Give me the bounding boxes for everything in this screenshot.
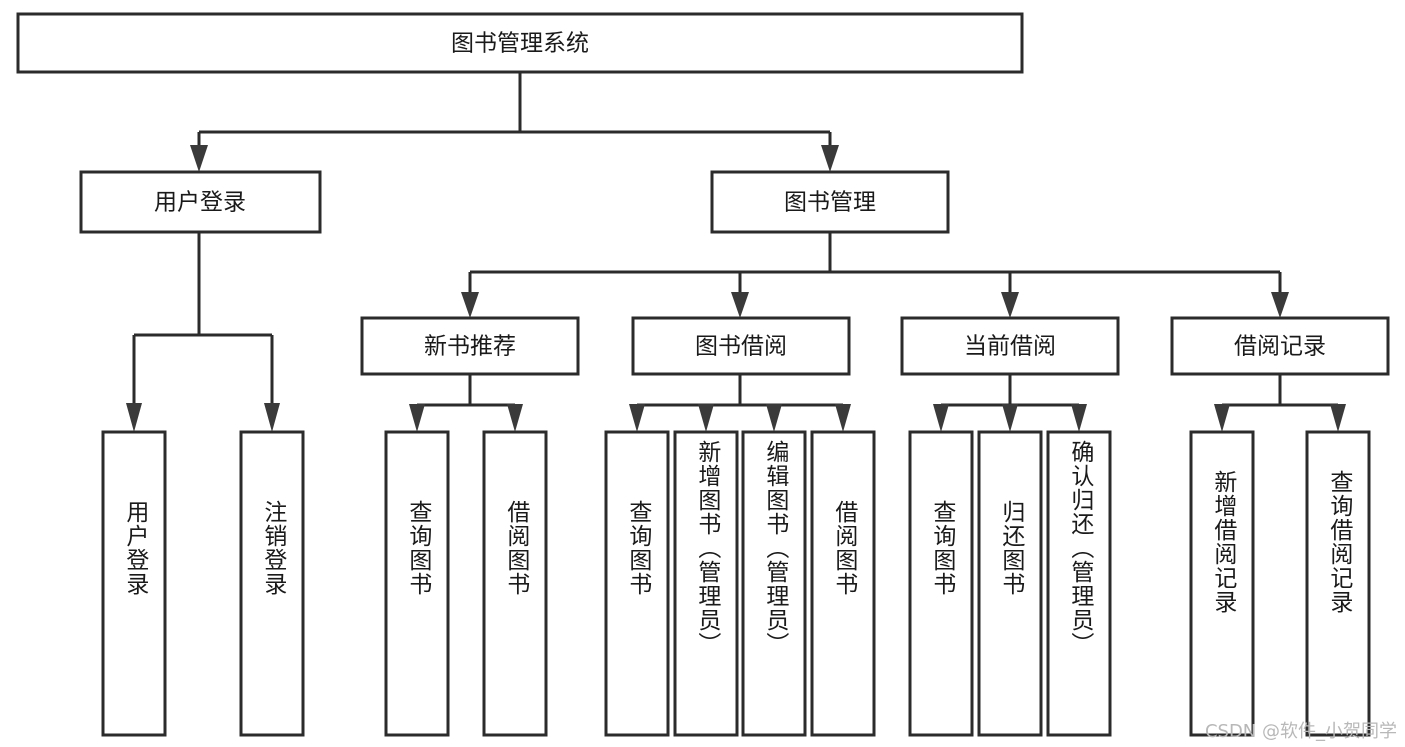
node-current-borrow[interactable]: 当前借阅	[900, 316, 1120, 376]
arrow-head-book-borrow	[731, 292, 749, 318]
arrow-head-cb-leaf1	[933, 404, 949, 432]
leaf-box-user-login[interactable]	[101, 430, 167, 737]
arrow-head-cb-leaf2	[1002, 404, 1018, 432]
node-book-borrow-label: 图书借阅	[695, 334, 787, 360]
node-book-manage-box[interactable]	[710, 170, 950, 234]
arrow-head-user-login	[190, 145, 208, 172]
node-user-login-label: 用户登录	[154, 190, 246, 216]
arrow-head-book-manage	[821, 145, 839, 172]
leaf-box-nb-borrow-book[interactable]	[482, 430, 548, 737]
leaf-box-cb-return-book[interactable]	[977, 430, 1043, 737]
node-root[interactable]: 图书管理系统	[16, 12, 1024, 74]
node-book-manage-label: 图书管理	[784, 190, 876, 216]
arrow-head-borrow-record	[1271, 292, 1289, 318]
node-borrow-record-label: 借阅记录	[1234, 334, 1326, 360]
node-root-box[interactable]	[16, 12, 1024, 74]
node-book-manage[interactable]: 图书管理	[710, 170, 950, 234]
node-book-borrow-box[interactable]	[631, 316, 851, 376]
connectors-group	[126, 72, 1346, 432]
leaf-box-cb-confirm-return[interactable]	[1046, 430, 1112, 737]
node-new-book-recommend-box[interactable]	[360, 316, 580, 376]
leaf-box-nb-query-book[interactable]	[384, 430, 450, 737]
node-new-book-recommend-label: 新书推荐	[424, 334, 516, 360]
leaf-box-br-query-record[interactable]	[1305, 430, 1371, 737]
node-current-borrow-label: 当前借阅	[964, 334, 1056, 360]
leaf-box-bb-borrow-book[interactable]	[810, 430, 876, 737]
node-book-borrow[interactable]: 图书借阅	[631, 316, 851, 376]
arrow-head-nb-leaf2	[507, 404, 523, 432]
arrow-head-bb-leaf4	[835, 404, 851, 432]
arrow-head-cb-leaf3	[1071, 404, 1087, 432]
node-user-login[interactable]: 用户登录	[79, 170, 322, 234]
arrow-head-bb-leaf3	[766, 404, 782, 432]
arrow-head-bb-leaf1	[629, 404, 645, 432]
node-borrow-record[interactable]: 借阅记录	[1170, 316, 1390, 376]
node-borrow-record-box[interactable]	[1170, 316, 1390, 376]
arrow-head-new-book	[461, 292, 479, 318]
arrow-head-leaf-user-login	[126, 403, 142, 432]
node-current-borrow-box[interactable]	[900, 316, 1120, 376]
leaf-box-bb-edit-book[interactable]	[741, 430, 807, 737]
node-user-login-box[interactable]	[79, 170, 322, 234]
leaf-box-cb-query-book[interactable]	[908, 430, 974, 737]
leaf-box-br-add-record[interactable]	[1189, 430, 1255, 737]
leaf-box-bb-query-book[interactable]	[604, 430, 670, 737]
arrow-head-br-leaf2	[1330, 404, 1346, 432]
node-root-label: 图书管理系统	[451, 31, 589, 57]
arrow-head-bb-leaf2	[698, 404, 714, 432]
leaf-box-logout[interactable]	[239, 430, 305, 737]
arrow-head-leaf-logout	[264, 403, 280, 432]
arrow-head-current-borrow	[1001, 292, 1019, 318]
node-new-book-recommend[interactable]: 新书推荐	[360, 316, 580, 376]
arrow-head-br-leaf1	[1214, 404, 1230, 432]
leaf-box-bb-add-book[interactable]	[673, 430, 739, 737]
arrow-head-nb-leaf1	[409, 404, 425, 432]
